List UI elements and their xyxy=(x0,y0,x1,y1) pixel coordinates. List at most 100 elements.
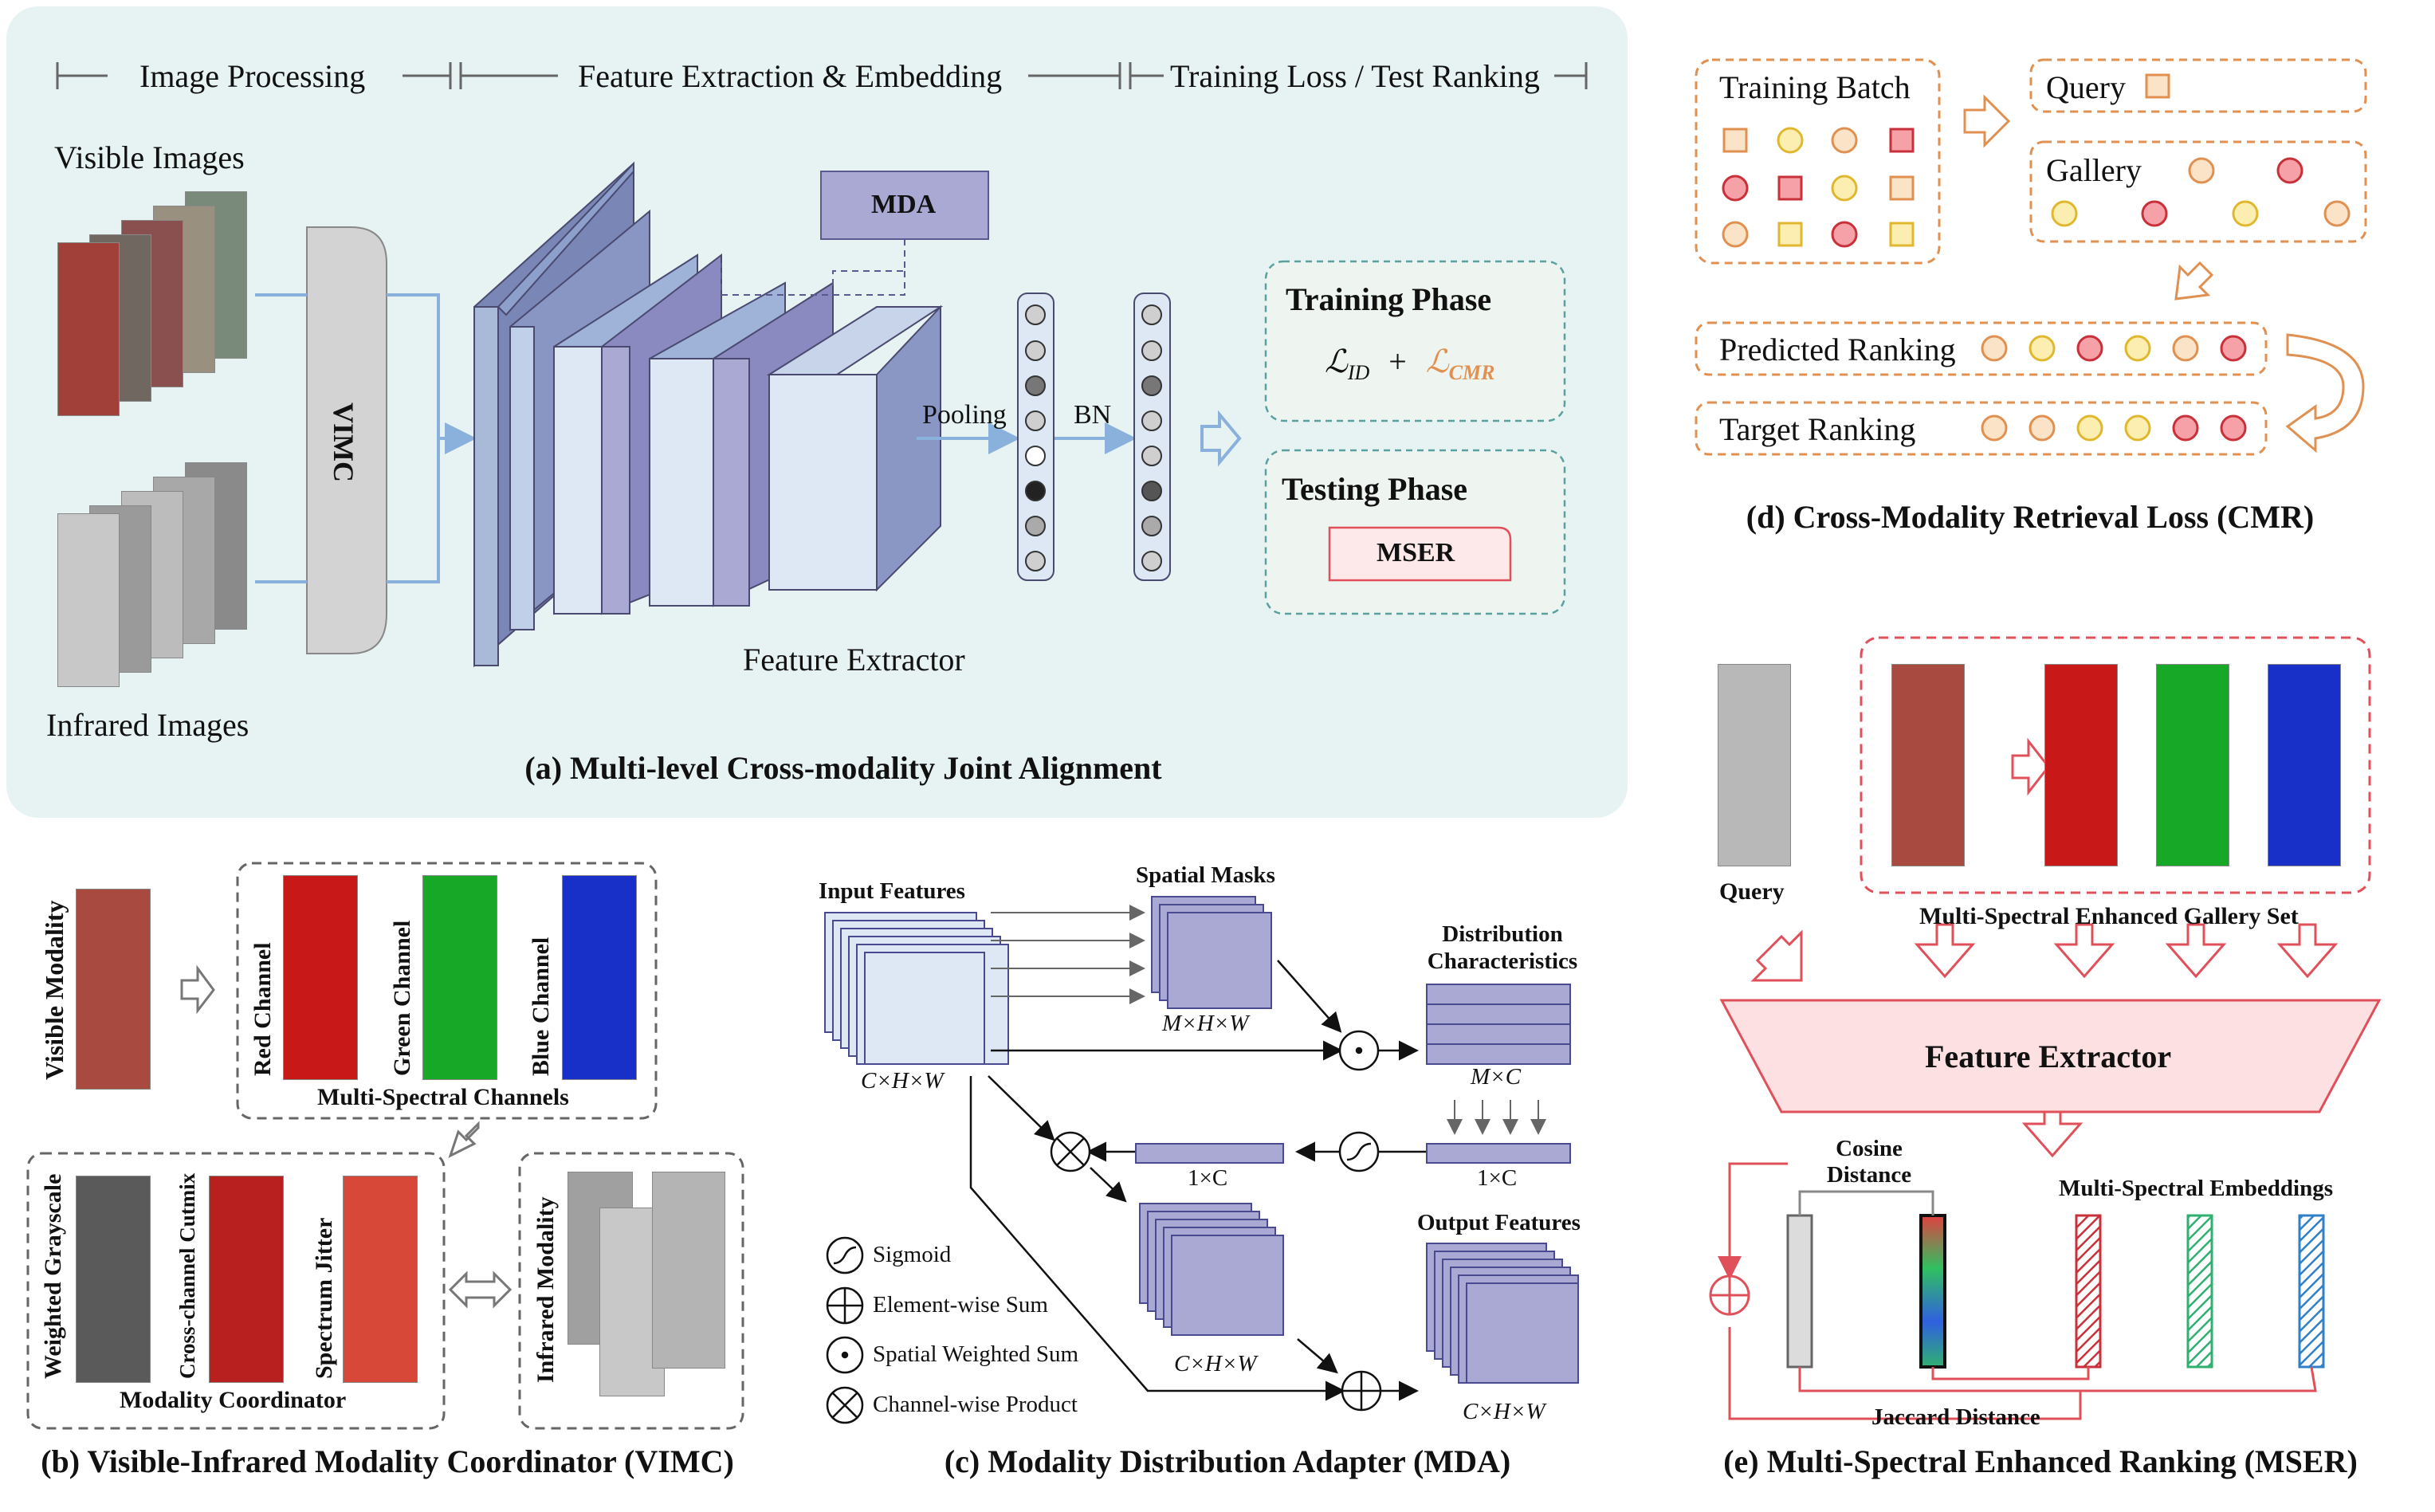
target-ranking-label: Target Ranking xyxy=(1719,411,1916,447)
legend-element-wise-sum: Element-wise Sum xyxy=(873,1292,1048,1318)
mda-label: MDA xyxy=(871,190,937,219)
extractor-input-arrows xyxy=(1750,923,2339,1158)
chw-input-label: C×H×W xyxy=(861,1068,944,1094)
predicted-ranking-markers xyxy=(1981,335,2247,362)
panel-d-boxes xyxy=(1695,58,2367,456)
onec-bar-right xyxy=(1426,1143,1571,1164)
spectrum-jitter-label: Spectrum Jitter xyxy=(311,1217,337,1379)
panel-d-arrows xyxy=(1963,94,2365,454)
weighted-grayscale-image xyxy=(76,1176,151,1383)
gallery-red-image xyxy=(2044,664,2118,866)
loss-cmr-symbol: ℒ xyxy=(1425,344,1449,379)
vimc-block xyxy=(306,226,387,654)
reweighted-feature-stack xyxy=(1139,1203,1284,1336)
loss-formula: ℒID + ℒCMR xyxy=(1325,343,1494,385)
testing-phase-label: Testing Phase xyxy=(1282,471,1468,507)
loss-id-symbol: ℒ xyxy=(1325,344,1348,379)
mc-label: M×C xyxy=(1471,1064,1522,1090)
cutmix-image xyxy=(209,1176,284,1383)
input-features-label: Input Features xyxy=(819,878,965,904)
visible-images-label: Visible Images xyxy=(54,139,245,175)
training-batch-markers xyxy=(1722,127,1915,248)
output-features-label: Output Features xyxy=(1417,1210,1581,1235)
chw-mid-label: C×H×W xyxy=(1174,1351,1257,1377)
onec-left-label: 1×C xyxy=(1188,1165,1228,1191)
stage-label-image-processing: Image Processing xyxy=(139,58,366,94)
training-batch-label: Training Batch xyxy=(1719,69,1911,105)
stage-separators xyxy=(56,62,1588,89)
spatial-mask-stack xyxy=(1151,896,1272,1009)
mhw-label: M×H×W xyxy=(1162,1011,1249,1036)
infrared-modality-label: Infrared Modality xyxy=(532,1196,559,1383)
stage-label-training-loss: Training Loss / Test Ranking xyxy=(1170,58,1540,94)
modality-coordinator-label: Modality Coordinator xyxy=(120,1387,347,1413)
training-phase-box xyxy=(1264,260,1566,422)
green-channel-image xyxy=(422,875,497,1080)
red-channel-image xyxy=(283,875,358,1080)
visible-to-channels-arrow xyxy=(180,964,215,1015)
loss-id-subscript: ID xyxy=(1347,361,1370,384)
mask-arrows xyxy=(991,905,1145,1004)
infrared-modality-box xyxy=(518,1152,744,1430)
feature-extractor-blocks xyxy=(473,161,944,668)
red-channel-label: Red Channel xyxy=(249,942,276,1076)
multi-spectral-channels-label: Multi-Spectral Channels xyxy=(317,1084,569,1110)
legend-channel-wise-product: Channel-wise Product xyxy=(873,1392,1078,1417)
vimc-label: VIMC xyxy=(328,403,359,482)
multi-spectral-embeddings-label: Multi-Spectral Embeddings xyxy=(2059,1176,2333,1201)
chw-output-label: C×H×W xyxy=(1463,1399,1545,1424)
target-ranking-markers xyxy=(1981,414,2247,442)
blue-channel-image xyxy=(562,875,637,1080)
jaccard-distance-label: Jaccard Distance xyxy=(1871,1404,2040,1430)
training-phase-label: Training Phase xyxy=(1286,281,1492,317)
legend-spatial-weighted-sum: Spatial Weighted Sum xyxy=(873,1341,1079,1367)
caption-b: (b) Visible-Infrared Modality Coordinato… xyxy=(41,1443,734,1479)
infrared-images-label: Infrared Images xyxy=(46,707,249,743)
feature-extractor-e-label: Feature Extractor xyxy=(1925,1039,2172,1074)
query-marker xyxy=(2145,73,2170,99)
feature-extractor-trapezoid xyxy=(1719,999,2382,1113)
feature-extractor-label: Feature Extractor xyxy=(743,642,965,677)
query-image-label: Query xyxy=(1719,878,1785,905)
query-image xyxy=(1718,664,1791,866)
caption-d: (d) Cross-Modality Retrieval Loss (CMR) xyxy=(1746,499,2315,535)
infrared-modality-image-3 xyxy=(652,1172,725,1369)
spatial-masks-label: Spatial Masks xyxy=(1136,862,1275,888)
down-arrows xyxy=(1447,1100,1546,1135)
output-feature-stack xyxy=(1426,1243,1579,1384)
cosine-bracket xyxy=(1798,1190,1934,1215)
vimc-connectors xyxy=(255,293,477,583)
legend-icons xyxy=(826,1236,864,1424)
gallery-set-box xyxy=(1860,636,2371,894)
legend-sigmoid: Sigmoid xyxy=(873,1242,952,1267)
caption-c: (c) Modality Distribution Adapter (MDA) xyxy=(944,1443,1511,1479)
gallery-green-image xyxy=(2156,664,2229,866)
onec-right-label: 1×C xyxy=(1477,1165,1518,1191)
loss-plus: + xyxy=(1388,344,1407,379)
gallery-blue-image xyxy=(2268,664,2341,866)
gallery-enhance-arrow xyxy=(2011,737,2050,796)
gallery-markers xyxy=(2051,157,2351,227)
mser-label: MSER xyxy=(1377,538,1455,567)
visible-modality-label: Visible Modality xyxy=(40,900,69,1080)
distribution-characteristics-label: Distribution Characteristics xyxy=(1427,921,1578,974)
query-label: Query xyxy=(2046,69,2126,105)
mser-box xyxy=(1328,526,1512,582)
pooling-label: Pooling xyxy=(922,400,1007,430)
mda-block xyxy=(820,171,989,240)
element-sum-red xyxy=(1709,1274,1750,1316)
stage-label-feature-extraction: Feature Extraction & Embedding xyxy=(578,58,1003,94)
blue-channel-label: Blue Channel xyxy=(528,937,554,1076)
loss-cmr-subscript: CMR xyxy=(1448,361,1495,384)
mser-red-lines xyxy=(1718,1162,2317,1420)
gallery-visible-image xyxy=(1891,664,1965,866)
visible-modality-image xyxy=(76,889,151,1090)
mda-flow xyxy=(969,960,1427,1401)
channels-to-coordinator-arrow xyxy=(448,1121,480,1158)
bn-label: BN xyxy=(1074,400,1112,430)
caption-a: (a) Multi-level Cross-modality Joint Ali… xyxy=(524,750,1162,786)
modality-coordinator-box xyxy=(26,1152,446,1430)
feature-vector-1 xyxy=(1017,293,1055,581)
cosine-distance-label: Cosine Distance xyxy=(1826,1136,1912,1188)
